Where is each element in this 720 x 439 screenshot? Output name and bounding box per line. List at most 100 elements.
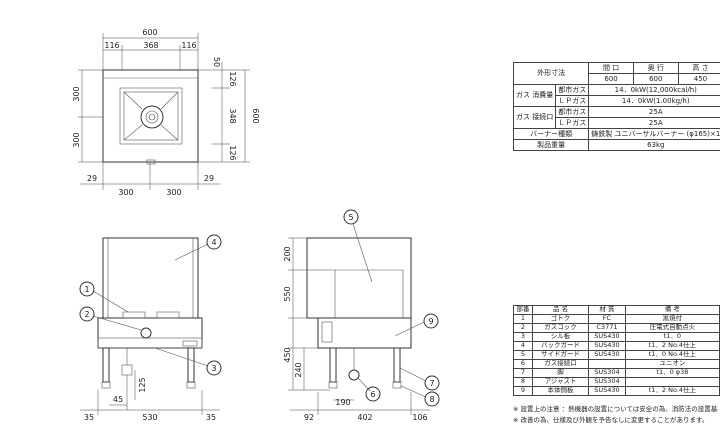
spec-burner-label: バーナー種類 <box>512 128 590 140</box>
side-dim-190: 190 <box>335 398 350 407</box>
top-bottom-dim-300a: 300 <box>118 188 133 197</box>
side-leg-front <box>329 347 337 383</box>
front-bottom-dim-35b: 35 <box>206 413 216 422</box>
svg-text:4: 4 <box>211 238 216 247</box>
balloon-2 <box>79 306 95 322</box>
spec-weight-label: 製品重量 <box>512 139 590 151</box>
side-view: 200 550 450 240 190 92 402 106 5 6 7 8 9 <box>283 209 440 422</box>
balloon-8 <box>424 391 440 407</box>
notes: ※ 設置上の注意 ：熱機器の設置については安全の為、消防法の設置基準に従って設置… <box>513 404 718 426</box>
front-bottom-dim-35a: 35 <box>84 413 94 422</box>
spec-header-height: 高 さ <box>677 62 720 74</box>
svg-text:7: 7 <box>429 379 434 388</box>
spec-header-width: 間 口 <box>588 62 634 74</box>
burner-ring <box>140 105 164 129</box>
spec-outer-label: 外形寸法 <box>512 62 590 85</box>
top-right-dim-348: 348 <box>228 108 237 123</box>
spec-dim-depth: 600 <box>632 73 679 85</box>
side-gas-connector <box>348 369 360 381</box>
parts-header-no: 部番 <box>513 305 533 315</box>
spec-burner-value: 鋳鉄製 ユニバーサルバーナー (φ165)×1 <box>588 128 720 140</box>
front-dim-45: 45 <box>113 395 123 404</box>
front-trivet-right <box>156 311 180 319</box>
front-leg-right <box>187 347 195 383</box>
top-bottom-dim-29b: 29 <box>204 174 214 183</box>
top-right-dim-126b: 126 <box>228 145 237 160</box>
svg-text:8: 8 <box>429 395 434 404</box>
balloon-9 <box>423 313 439 329</box>
spec-consumption-city: 14．0kW(12,000kcal/h) <box>588 84 720 96</box>
spec-city-gas-label-2: 都市ガス <box>555 106 590 118</box>
front-trivet-left <box>122 311 146 319</box>
balloon-4 <box>206 234 222 250</box>
gas-connector <box>121 364 133 376</box>
spec-lp-gas-label-2: ＬＰガス <box>555 117 590 129</box>
spec-gas-conn-label: ガス 接続口 <box>512 106 557 129</box>
top-left-dim-300a: 300 <box>72 86 81 101</box>
top-view: 600 116 368 116 50 126 348 126 600 300 3… <box>72 28 260 197</box>
balloon-3 <box>206 360 222 376</box>
top-depth-dim: 600 <box>251 108 260 123</box>
balloon-5 <box>343 209 359 225</box>
front-body <box>97 317 203 349</box>
side-bottom-dim-402: 402 <box>357 413 372 422</box>
spec-table: 外形寸法 間 口 奥 行 高 さ 600 600 450 ガス 消費量 都市ガス… <box>512 62 720 151</box>
svg-text:1: 1 <box>84 285 89 294</box>
front-dim-125: 125 <box>138 377 147 392</box>
top-view-outline <box>102 69 199 163</box>
balloon-1 <box>79 281 95 297</box>
spec-conn-lp: 25A <box>588 117 720 129</box>
side-dim-240: 240 <box>294 362 303 377</box>
spec-dim-width: 600 <box>588 73 634 85</box>
top-left-dim-300b: 300 <box>72 132 81 147</box>
top-bottom-dim-29a: 29 <box>87 174 97 183</box>
front-leg-left <box>102 347 110 383</box>
side-body <box>317 317 412 349</box>
spec-dim-height: 450 <box>677 73 720 85</box>
spec-consumption-lp: 14．0kW(1.00kg/h) <box>588 95 720 107</box>
svg-text:9: 9 <box>428 317 433 326</box>
spec-weight-value: 63kg <box>588 139 720 151</box>
side-bottom-dim-92: 92 <box>304 413 314 422</box>
top-width-dim: 600 <box>142 28 157 37</box>
back-guard-panel <box>102 237 199 319</box>
front-view: 45 125 35 530 35 1 2 3 4 <box>79 234 222 422</box>
note-change: ※ 改善の為、仕様及び外観を予告なしに変更することがあります。 <box>513 416 709 424</box>
spec-lp-gas-label: ＬＰガス <box>555 95 590 107</box>
spec-gas-use-label: ガス 消費量 <box>512 84 557 107</box>
top-seg-mid: 368 <box>143 41 158 50</box>
side-dim-550: 550 <box>283 286 292 301</box>
trivet-frame <box>119 87 183 145</box>
note-installation: ※ 設置上の注意 ：熱機器の設置については安全の為、消防法の設置基準に従って設置… <box>513 405 718 413</box>
side-dim-200: 200 <box>283 246 292 261</box>
top-bottom-dim-300b: 300 <box>166 188 181 197</box>
front-bottom-dim-530: 530 <box>142 413 157 422</box>
balloon-7 <box>424 375 440 391</box>
spec-header-depth: 奥 行 <box>632 62 679 74</box>
svg-text:6: 6 <box>370 390 375 399</box>
svg-text:3: 3 <box>211 364 216 373</box>
top-seg-left: 116 <box>104 41 119 50</box>
svg-text:5: 5 <box>348 213 353 222</box>
gas-cock-knob <box>140 327 152 339</box>
parts-header-material: 材 質 <box>588 305 626 315</box>
balloon-6 <box>365 386 381 402</box>
svg-text:2: 2 <box>84 310 89 319</box>
spec-city-gas-label: 都市ガス <box>555 84 590 96</box>
spec-conn-city: 25A <box>588 106 720 118</box>
side-guard-panel <box>306 237 412 319</box>
side-bottom-dim-106: 106 <box>412 413 427 422</box>
top-seg-right: 116 <box>181 41 196 50</box>
top-right-dim-126a: 126 <box>228 71 237 86</box>
top-right-dim-50: 50 <box>212 57 221 67</box>
side-leg-back <box>393 347 401 383</box>
